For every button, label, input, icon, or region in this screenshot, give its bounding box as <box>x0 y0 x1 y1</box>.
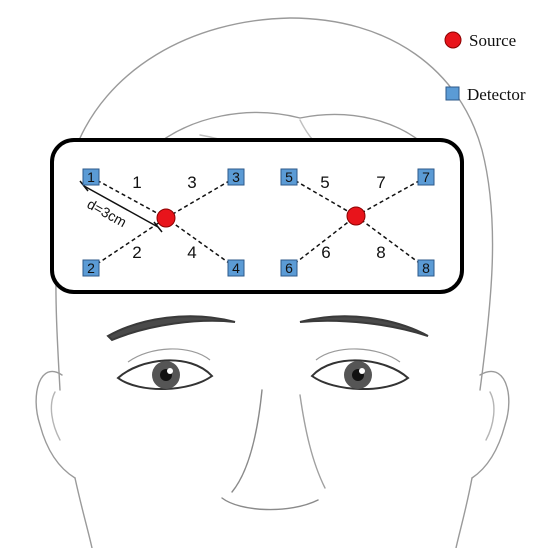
nose-base <box>221 497 319 511</box>
detector-number-6: 6 <box>285 260 293 276</box>
detector-5 <box>280 168 298 186</box>
detector-3 <box>227 168 245 186</box>
legend-source-icon <box>444 31 462 49</box>
left-ear-inner <box>50 391 61 441</box>
channel-line-5 <box>288 176 357 217</box>
right-jaw <box>455 477 473 548</box>
channel-lines <box>90 176 427 269</box>
channel-number-1: 1 <box>132 173 141 192</box>
left-eyebrow <box>106 315 236 342</box>
channel-number-8: 8 <box>376 243 385 262</box>
nose-bridge <box>231 389 263 493</box>
detector-number-2: 2 <box>87 260 95 276</box>
right-eye <box>310 348 410 391</box>
source-left <box>156 208 176 228</box>
face-sketch-icon <box>35 17 510 548</box>
channel-number-2: 2 <box>132 243 141 262</box>
detectors <box>82 168 435 277</box>
detector-number-4: 4 <box>232 260 240 276</box>
legend-detector-icon <box>445 86 460 101</box>
nose-right <box>299 394 326 489</box>
channel-line-2 <box>90 217 167 269</box>
channel-line-6 <box>288 215 357 269</box>
legend-source-label: Source <box>469 31 516 50</box>
right-ear-inner <box>485 391 495 441</box>
detector-4 <box>227 259 245 277</box>
channel-line-7 <box>355 176 427 217</box>
detector-number-1: 1 <box>87 169 95 185</box>
detector-7 <box>417 168 435 186</box>
channel-number-7: 7 <box>376 173 385 192</box>
detector-number-3: 3 <box>232 169 240 185</box>
channel-line-1 <box>90 176 167 219</box>
channel-line-4 <box>165 217 237 269</box>
source-right <box>346 206 366 226</box>
left-ear <box>35 370 76 479</box>
legend: Source Detector <box>444 31 526 104</box>
detector-1 <box>82 168 100 186</box>
distance-marker <box>79 180 163 233</box>
right-ear <box>471 370 510 479</box>
legend-detector-label: Detector <box>467 85 526 104</box>
channel-number-3: 3 <box>187 173 196 192</box>
left-eye <box>116 348 214 391</box>
channel-numbers: 1 2 3 4 5 6 7 8 <box>132 173 385 262</box>
right-eyebrow <box>299 315 429 337</box>
detector-8 <box>417 259 435 277</box>
detector-2 <box>82 259 100 277</box>
detector-number-8: 8 <box>422 260 430 276</box>
detector-6 <box>280 259 298 277</box>
detector-number-7: 7 <box>422 169 430 185</box>
channel-number-5: 5 <box>320 173 329 192</box>
probe-patch <box>50 138 464 294</box>
left-jaw <box>74 477 93 548</box>
channel-line-8 <box>355 215 427 269</box>
detector-number-5: 5 <box>285 169 293 185</box>
hairline <box>149 111 431 151</box>
channel-number-6: 6 <box>321 243 330 262</box>
channel-number-4: 4 <box>187 243 196 262</box>
detector-numbers: 1 2 3 4 5 6 7 8 <box>87 169 430 276</box>
